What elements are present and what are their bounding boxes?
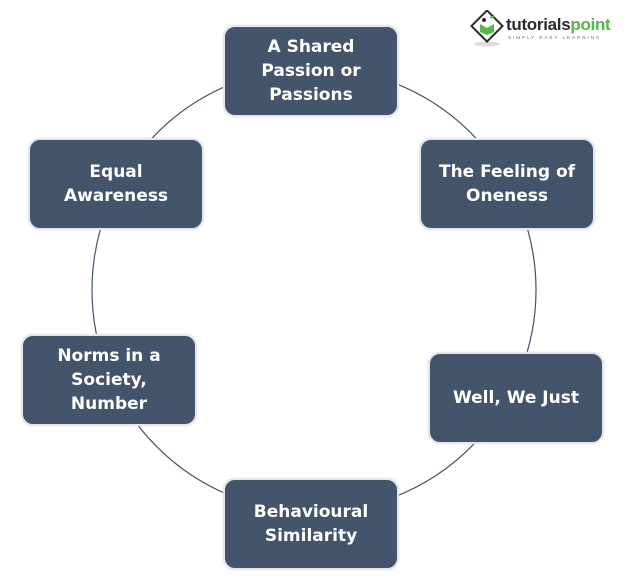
cycle-node-shared-passion: A Shared Passion or Passions	[223, 25, 399, 117]
logo-mark-icon	[470, 10, 504, 47]
tutorialspoint-logo: tutorialspoint SIMPLY EASY LEARNING	[470, 10, 620, 50]
node-label: The Feeling of Oneness	[438, 162, 576, 206]
node-label: Well, We Just	[453, 388, 579, 408]
logo-tagline: SIMPLY EASY LEARNING	[508, 35, 602, 40]
cycle-node-norms-in-society: Norms in a Society, Number	[21, 334, 197, 426]
node-label: Equal Awareness	[63, 162, 169, 206]
logo-wordmark: tutorialspoint	[506, 15, 611, 34]
cycle-node-behavioural-similarity: Behavioural Similarity	[223, 478, 399, 570]
node-label: Behavioural Similarity	[253, 502, 369, 546]
cycle-node-well-we-just: Well, We Just	[428, 352, 604, 444]
cycle-node-equal-awareness: Equal Awareness	[28, 138, 204, 230]
cycle-node-feeling-of-oneness: The Feeling of Oneness	[419, 138, 595, 230]
node-label: Norms in a Society, Number	[57, 346, 161, 414]
node-label: A Shared Passion or Passions	[261, 37, 361, 105]
